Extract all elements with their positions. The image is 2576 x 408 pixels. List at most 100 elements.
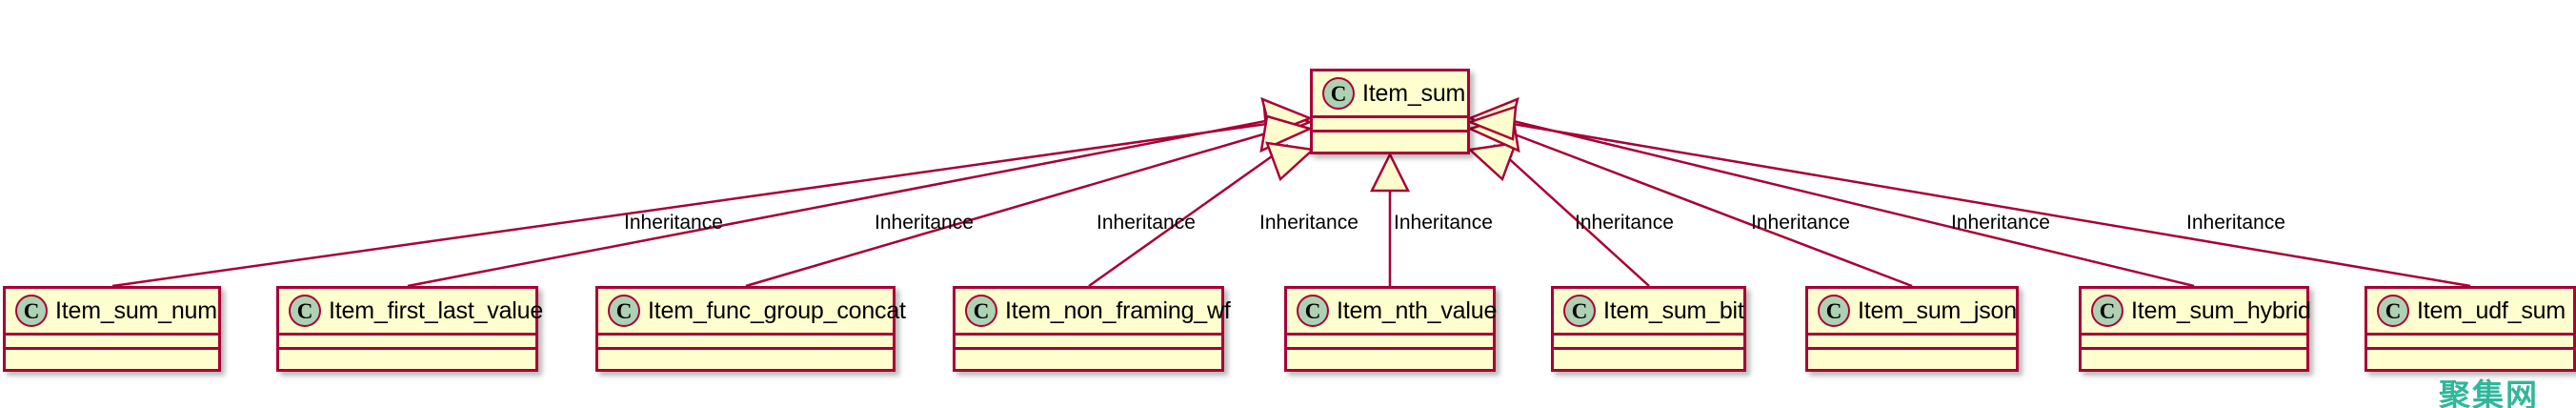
class-attributes-compartment [598, 336, 893, 347]
edge-label-inheritance: Inheritance [875, 212, 974, 234]
class-header: C Item_sum [1313, 71, 1467, 115]
class-divider-attributes [1313, 115, 1467, 118]
edge-label-inheritance: Inheritance [1951, 212, 2050, 234]
class-box-item-nth-value[interactable]: C Item_nth_value [1284, 286, 1497, 372]
arrowhead-center [1369, 152, 1411, 193]
class-attributes-compartment [1313, 118, 1467, 130]
class-divider-attributes [1554, 333, 1743, 336]
edge-label-inheritance: Inheritance [2186, 212, 2285, 234]
class-attributes-compartment [6, 336, 218, 347]
class-divider-methods [1554, 347, 1743, 350]
class-divider-methods [956, 347, 1221, 350]
class-attributes-compartment [279, 336, 535, 347]
class-divider-attributes [2367, 333, 2573, 336]
class-methods-compartment [279, 350, 535, 361]
edge-item-sum-json [1499, 127, 1913, 288]
class-header: C Item_non_framing_wf [956, 289, 1231, 333]
class-attributes-compartment [2082, 336, 2306, 347]
class-box-item-sum-hybrid[interactable]: C Item_sum_hybrid [2079, 286, 2311, 372]
class-divider-methods [6, 347, 218, 350]
class-divider-attributes [1808, 333, 2016, 336]
edge-label-inheritance: Inheritance [624, 212, 723, 234]
watermark: 聚集网 [2439, 377, 2539, 408]
class-c-icon: C [965, 295, 997, 327]
class-box-item-non-framing-wf[interactable]: C Item_non_framing_wf [953, 286, 1231, 372]
arrowhead-left-3 [1259, 114, 1314, 153]
class-methods-compartment [598, 350, 893, 361]
class-divider-attributes [598, 333, 893, 336]
class-c-icon: C [1322, 77, 1355, 110]
class-box-item-udf-sum[interactable]: C Item_udf_sum [2365, 286, 2576, 372]
class-attributes-compartment [1808, 336, 2016, 347]
edge-label-inheritance: Inheritance [1394, 212, 1493, 234]
class-name-label: Item_sum_json [1858, 296, 2017, 324]
class-name-label: Item_sum_bit [1603, 296, 1744, 324]
class-c-icon: C [608, 295, 640, 327]
class-c-icon: C [1818, 295, 1850, 327]
class-methods-compartment [1808, 350, 2016, 361]
class-box-item-first-last-value[interactable]: C Item_first_last_value [276, 286, 543, 372]
class-divider-attributes [279, 333, 535, 336]
class-name-label: Item_udf_sum [2417, 296, 2566, 324]
class-name-label: Item_func_group_concat [648, 296, 906, 324]
class-name-label: Item_non_framing_wf [1005, 296, 1231, 324]
class-name-label: Item_nth_value [1337, 296, 1498, 324]
arrowhead-left-4 [1265, 141, 1316, 182]
class-attributes-compartment [1287, 336, 1493, 347]
edge-item-func-group-concat [745, 127, 1283, 288]
class-c-icon: C [2377, 295, 2409, 327]
class-divider-methods [2367, 347, 2573, 350]
class-divider-attributes [2082, 333, 2306, 336]
class-name-label: Item_first_last_value [329, 296, 544, 324]
class-name-label: Item_sum [1362, 79, 1466, 107]
class-c-icon: C [1297, 295, 1329, 327]
class-methods-compartment [956, 350, 1221, 361]
class-header: C Item_sum_hybrid [2082, 289, 2311, 333]
class-divider-methods [1313, 130, 1467, 133]
class-divider-attributes [6, 333, 218, 336]
class-methods-compartment [2367, 350, 2573, 361]
edge-label-inheritance: Inheritance [1097, 212, 1196, 234]
class-box-item-sum-json[interactable]: C Item_sum_json [1805, 286, 2019, 372]
edge-item-udf-sum [1500, 120, 2471, 288]
class-header: C Item_sum_num [6, 289, 218, 333]
class-box-root[interactable]: C Item_sum [1310, 69, 1470, 154]
class-divider-methods [1287, 347, 1493, 350]
class-header: C Item_nth_value [1287, 289, 1497, 333]
arrowhead-right-4 [1467, 141, 1518, 182]
arrowhead-right-1 [1466, 105, 1518, 141]
class-box-item-sum-bit[interactable]: C Item_sum_bit [1551, 286, 1746, 372]
arrowhead-right-2 [1466, 96, 1519, 135]
class-c-icon: C [2091, 295, 2123, 327]
arrowhead-right-3 [1466, 114, 1520, 153]
class-methods-compartment [2082, 350, 2306, 361]
class-c-icon: C [1563, 295, 1596, 327]
class-attributes-compartment [1554, 336, 1743, 347]
class-divider-attributes [956, 333, 1221, 336]
class-header: C Item_sum_json [1808, 289, 2017, 333]
edge-item-sum-num [111, 120, 1281, 288]
class-divider-methods [1808, 347, 2016, 350]
class-methods-compartment [6, 350, 218, 361]
class-methods-compartment [1554, 350, 1743, 361]
class-attributes-compartment [2367, 336, 2573, 347]
class-header: C Item_first_last_value [279, 289, 543, 333]
class-c-icon: C [15, 295, 48, 327]
class-divider-attributes [1287, 333, 1493, 336]
class-header: C Item_udf_sum [2367, 289, 2573, 333]
class-divider-methods [279, 347, 535, 350]
class-c-icon: C [289, 295, 321, 327]
edge-label-inheritance: Inheritance [1751, 212, 1850, 234]
class-box-item-sum-num[interactable]: C Item_sum_num [3, 286, 221, 372]
class-methods-compartment [1313, 133, 1467, 144]
class-name-label: Item_sum_hybrid [2131, 296, 2311, 324]
edge-item-sum-hybrid [1500, 116, 2195, 288]
edge-item-first-last-value [407, 116, 1281, 288]
arrowhead-left-2 [1260, 96, 1314, 135]
arrowhead-left-1 [1262, 105, 1314, 141]
class-divider-methods [598, 347, 893, 350]
edge-label-inheritance: Inheritance [1259, 212, 1358, 234]
class-box-item-func-group-concat[interactable]: C Item_func_group_concat [595, 286, 906, 372]
class-attributes-compartment [956, 336, 1221, 347]
